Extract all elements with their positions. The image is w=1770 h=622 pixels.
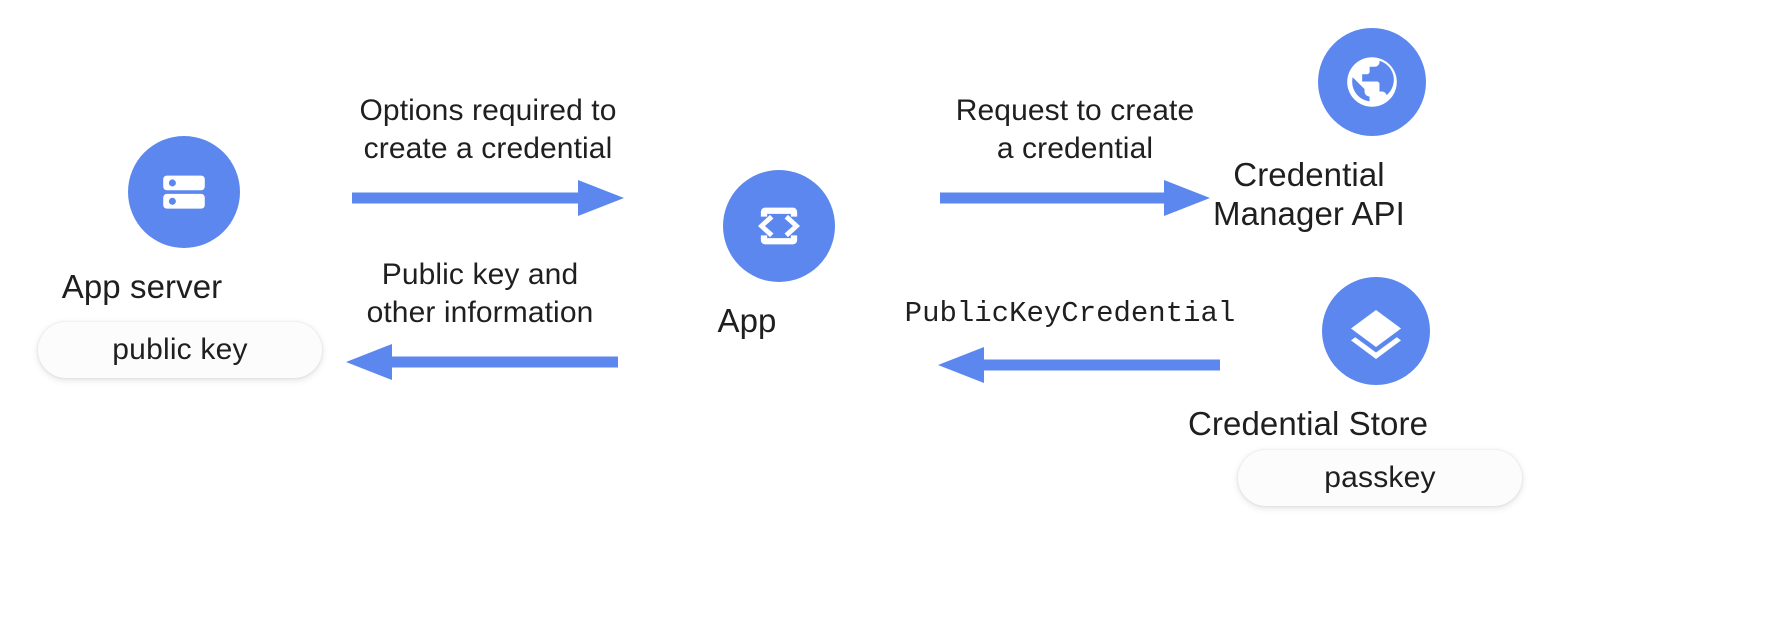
server-icon [163,175,205,209]
flow-request-to-create-label: Request to create a credential [955,94,1195,166]
node-app: App [717,170,835,341]
flow-public-key-credential: PublicKeyCredential [905,296,1235,385]
arrow-left-public-key-credential [938,346,1220,383]
arrow-right-options-required [352,180,624,217]
credential-store-circle [1322,277,1430,385]
flow-public-key-credential-label: PublicKeyCredential [904,297,1236,330]
flow-public-key-returned-label: Public key and other information [366,258,594,330]
node-credential-store: Credential Store [1188,277,1430,444]
node-credential-store-label: Credential Store [1187,405,1429,442]
arrow-right-request-to-create [940,180,1210,217]
node-app-server: App server [62,136,240,307]
mobile-code-icon [757,207,801,245]
node-credential-manager-api: Credential Manager API [1213,28,1426,233]
app-circle [723,170,835,282]
flow-request-to-create: Request to create a credential [940,92,1210,218]
node-app-label: App [717,302,777,339]
credential-manager-api-circle [1318,28,1426,136]
flow-options-required-label: Options required to create a credential [359,94,617,166]
arrow-left-public-key-returned [346,344,618,381]
flow-public-key-returned: Public key and other information [342,256,618,382]
node-credential-manager-api-label: Credential Manager API [1213,156,1405,232]
layers-icon [1351,310,1401,359]
flow-options-required: Options required to create a credential [352,92,624,218]
globe-icon [1347,57,1397,107]
pill-public-key: public key [38,322,322,378]
app-server-circle [128,136,240,248]
node-app-server-label: App server [61,268,223,305]
pill-passkey: passkey [1238,450,1522,506]
